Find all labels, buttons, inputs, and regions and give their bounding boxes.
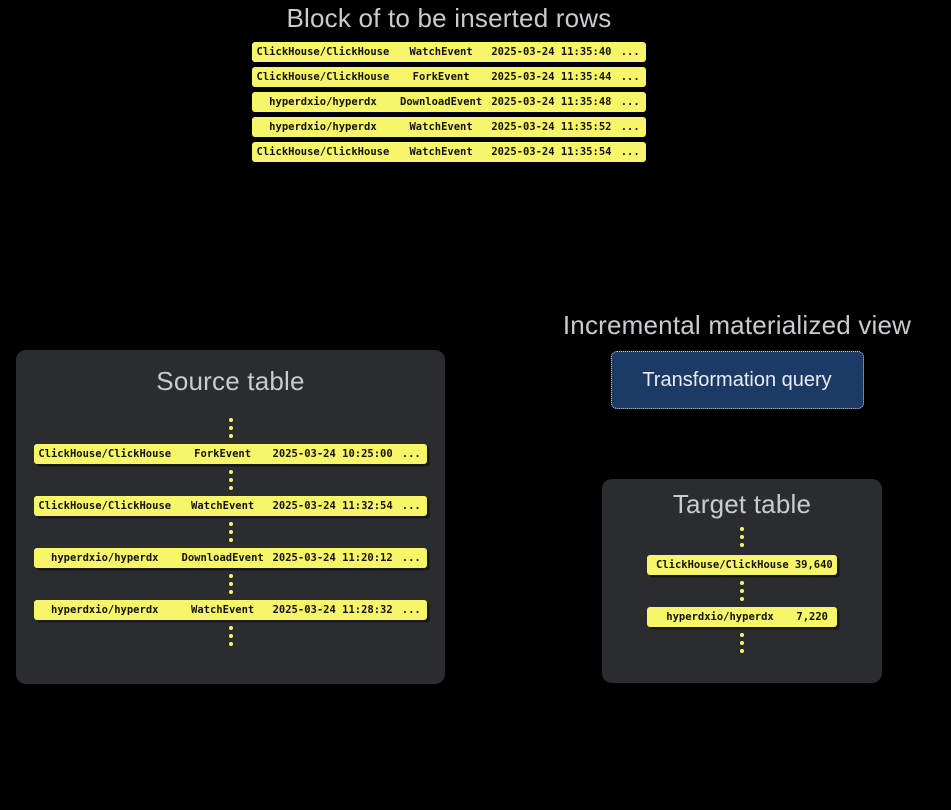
- source-table-title: Source table: [156, 366, 305, 396]
- event-row: ClickHouse/ClickHouse WatchEvent 2025-03…: [252, 142, 646, 162]
- repo-cell: ClickHouse/ClickHouse: [256, 46, 390, 58]
- repo-cell: ClickHouse/ClickHouse: [256, 71, 390, 83]
- more-cell: ...: [620, 146, 640, 158]
- count-cell: 7,220: [796, 611, 828, 623]
- timestamp-cell: 2025-03-24 11:32:54: [272, 500, 393, 512]
- repo-cell: hyperdxio/hyperdx: [666, 611, 774, 623]
- ellipsis-dots: [740, 527, 744, 547]
- timestamp-cell: 2025-03-24 11:35:54: [491, 146, 612, 158]
- event-row: ClickHouse/ClickHouse ForkEvent 2025-03-…: [252, 67, 646, 87]
- timestamp-cell: 2025-03-24 11:28:32: [272, 604, 393, 616]
- more-cell: ...: [620, 46, 640, 58]
- timestamp-cell: 2025-03-24 11:35:52: [491, 121, 612, 133]
- event-row: ClickHouse/ClickHouse WatchEvent 2025-03…: [252, 42, 646, 62]
- repo-cell: ClickHouse/ClickHouse: [38, 448, 172, 460]
- event-row: ClickHouse/ClickHouse ForkEvent 2025-03-…: [34, 444, 427, 464]
- repo-cell: hyperdxio/hyperdx: [269, 96, 377, 108]
- event-cell: WatchEvent: [409, 46, 473, 58]
- event-cell: WatchEvent: [191, 500, 255, 512]
- ellipsis-dots: [228, 626, 233, 646]
- more-cell: ...: [401, 604, 421, 616]
- timestamp-cell: 2025-03-24 11:20:12: [272, 552, 393, 564]
- event-row: hyperdxio/hyperdx WatchEvent 2025-03-24 …: [252, 117, 646, 137]
- aggregate-row: ClickHouse/ClickHouse 39,640: [647, 555, 837, 575]
- event-cell: DownloadEvent: [181, 552, 264, 564]
- materialized-view-title: Incremental materialized view: [562, 310, 912, 340]
- repo-cell: ClickHouse/ClickHouse: [256, 146, 390, 158]
- more-cell: ...: [620, 96, 640, 108]
- repo-cell: hyperdxio/hyperdx: [51, 552, 159, 564]
- event-row: ClickHouse/ClickHouse WatchEvent 2025-03…: [34, 496, 427, 516]
- ellipsis-dots: [228, 418, 233, 438]
- more-cell: ...: [401, 552, 421, 564]
- insert-block-rows: ClickHouse/ClickHouse WatchEvent 2025-03…: [252, 42, 646, 162]
- ellipsis-dots: [740, 581, 744, 601]
- event-cell: WatchEvent: [409, 146, 473, 158]
- repo-cell: ClickHouse/ClickHouse: [38, 500, 172, 512]
- event-row: hyperdxio/hyperdx DownloadEvent 2025-03-…: [34, 548, 427, 568]
- event-cell: WatchEvent: [191, 604, 255, 616]
- target-table-title: Target table: [672, 489, 812, 519]
- repo-cell: hyperdxio/hyperdx: [51, 604, 159, 616]
- insert-block-title: Block of to be inserted rows: [286, 3, 612, 33]
- ellipsis-dots: [228, 470, 233, 490]
- transformation-query-button: Transformation query: [610, 351, 864, 409]
- count-cell: 39,640: [794, 559, 833, 571]
- event-cell: ForkEvent: [194, 448, 252, 460]
- ellipsis-dots: [228, 522, 233, 542]
- timestamp-cell: 2025-03-24 11:35:44: [491, 71, 612, 83]
- event-cell: DownloadEvent: [400, 96, 483, 108]
- more-cell: ...: [620, 121, 640, 133]
- timestamp-cell: 2025-03-24 11:35:48: [491, 96, 612, 108]
- ellipsis-dots: [228, 574, 233, 594]
- repo-cell: hyperdxio/hyperdx: [269, 121, 377, 133]
- source-table-panel: Source table ClickHouse/ClickHouse ForkE…: [16, 350, 445, 684]
- event-cell: ForkEvent: [412, 71, 470, 83]
- aggregate-row: hyperdxio/hyperdx 7,220: [647, 607, 837, 627]
- repo-cell: ClickHouse/ClickHouse: [656, 559, 789, 571]
- event-cell: WatchEvent: [409, 121, 473, 133]
- materialized-view-group: Incremental materialized view Transforma…: [522, 308, 951, 409]
- timestamp-cell: 2025-03-24 10:25:00: [272, 448, 393, 460]
- more-cell: ...: [401, 500, 421, 512]
- more-cell: ...: [401, 448, 421, 460]
- timestamp-cell: 2025-03-24 11:35:40: [491, 46, 612, 58]
- ellipsis-dots: [740, 633, 744, 653]
- event-row: hyperdxio/hyperdx WatchEvent 2025-03-24 …: [34, 600, 427, 620]
- event-row: hyperdxio/hyperdx DownloadEvent 2025-03-…: [252, 92, 646, 112]
- insert-block: Block of to be inserted rows ClickHouse/…: [252, 1, 646, 162]
- target-table-panel: Target table ClickHouse/ClickHouse 39,64…: [602, 479, 882, 683]
- more-cell: ...: [620, 71, 640, 83]
